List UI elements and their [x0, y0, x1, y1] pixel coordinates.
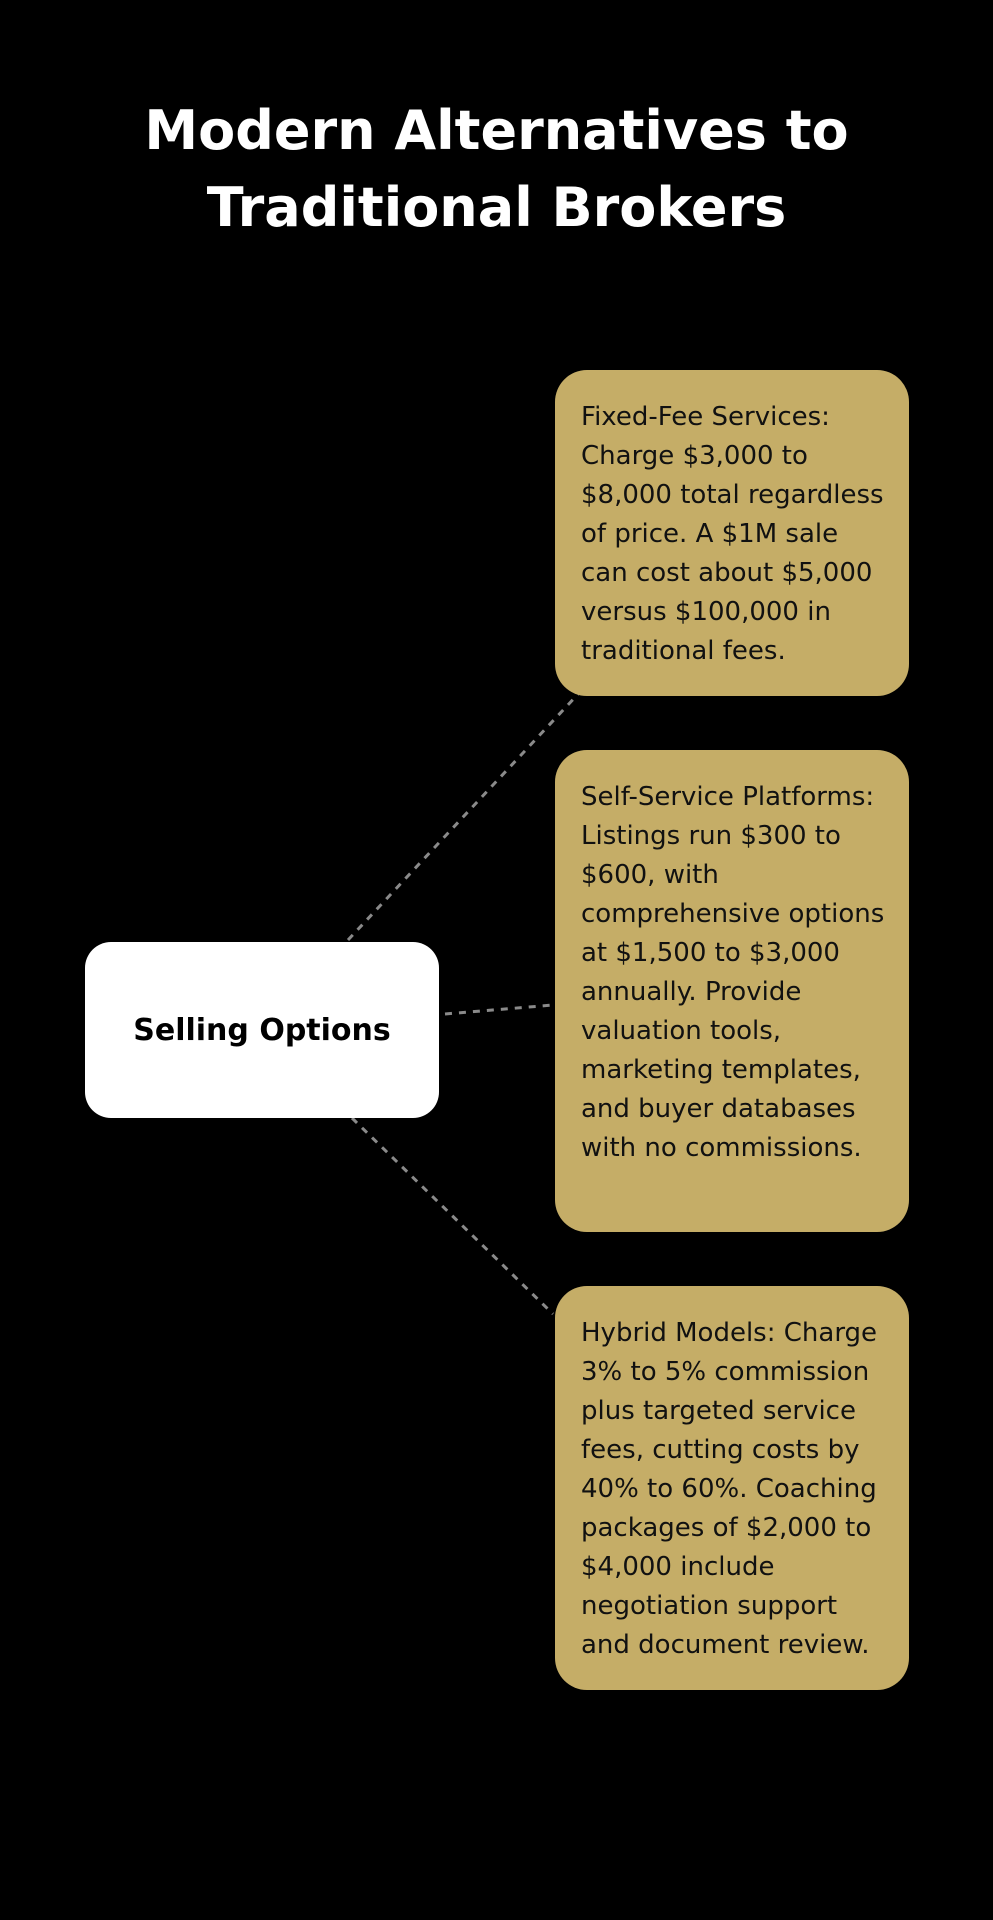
option-text-self-service: Self-Service Platforms: Listings run $30… — [581, 782, 885, 1163]
option-box-fixed-fee: Fixed-Fee Services: Charge $3,000 to $8,… — [555, 370, 909, 696]
page-title: Modern Alternatives to Traditional Broke… — [0, 92, 993, 246]
center-node-selling-options: Selling Options — [85, 942, 439, 1118]
connector-to-fixed-fee — [346, 690, 582, 942]
option-text-hybrid: Hybrid Models: Charge 3% to 5% commissio… — [581, 1318, 878, 1660]
title-line-2: Traditional Brokers — [206, 176, 787, 239]
option-text-fixed-fee: Fixed-Fee Services: Charge $3,000 to $8,… — [581, 402, 884, 666]
title-line-1: Modern Alternatives to — [144, 99, 849, 162]
option-box-hybrid: Hybrid Models: Charge 3% to 5% commissio… — [555, 1286, 909, 1690]
option-box-self-service: Self-Service Platforms: Listings run $30… — [555, 750, 909, 1232]
connector-to-hybrid — [350, 1116, 555, 1316]
center-node-label: Selling Options — [133, 1012, 391, 1048]
connector-to-self-service — [444, 1003, 554, 1016]
